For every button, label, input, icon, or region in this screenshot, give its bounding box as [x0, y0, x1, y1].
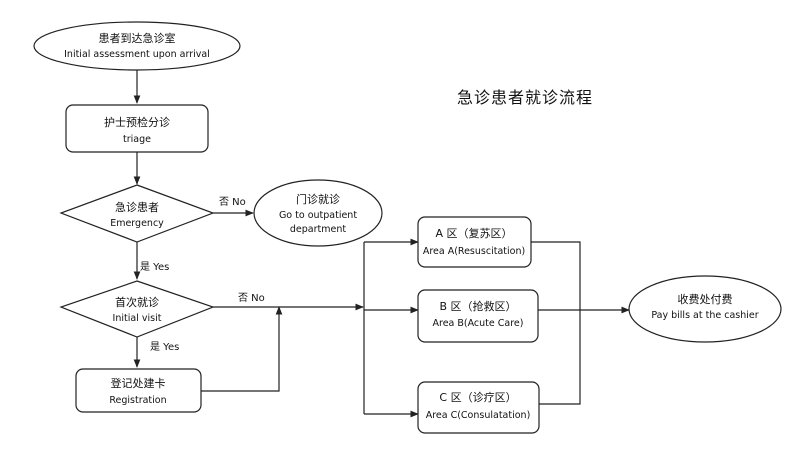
initialvisit-yes-label: 是 Yes [150, 341, 179, 353]
emergency-zh: 急诊患者 [115, 200, 159, 214]
outpatient-en-line1: Go to outpatient [279, 210, 357, 221]
triage-en: triage [123, 134, 151, 145]
edge-area-a-out [531, 241, 581, 310]
cashier-zh: 收费处付费 [678, 292, 733, 306]
triage-zh: 护士预检分诊 [104, 115, 170, 129]
node-registration: 登记处建卡 Registration [75, 368, 202, 413]
emergency-en: Emergency [110, 218, 164, 229]
area-a-zh: A 区（复苏区） [435, 226, 512, 240]
arrival-zh: 患者到达急诊室 [99, 31, 176, 45]
area-a-en: Area A(Resuscitation) [423, 246, 525, 257]
edge-registration-merge [201, 306, 283, 392]
outpatient-en-line2: department [290, 224, 346, 235]
registration-en: Registration [109, 395, 166, 406]
node-area-c: C 区（诊疗区） Area C(Consulatation) [417, 381, 540, 434]
area-b-en: Area B(Acute Care) [433, 318, 524, 329]
area-c-zh: C 区（诊疗区） [439, 390, 516, 404]
node-area-a: A 区（复苏区） Area A(Resuscitation) [417, 216, 532, 268]
arrival-en: Initial assessment upon arrival [64, 49, 210, 60]
area-c-en: Area C(Consulatation) [426, 410, 531, 421]
registration-zh: 登记处建卡 [111, 376, 166, 390]
initialvisit-en: Initial visit [113, 313, 162, 324]
node-area-b: B 区（抢救区） Area B(Acute Care) [417, 289, 539, 343]
node-cashier: 收费处付费 Pay bills at the cashier [628, 275, 782, 343]
emergency-no-label: 否 No [219, 196, 246, 208]
diagram-title: 急诊患者就诊流程 [457, 88, 593, 107]
node-outpatient: 门诊就诊 Go to outpatient department [253, 179, 383, 247]
node-initialvisit-decision: 首次就诊 Initial visit [59, 280, 215, 338]
node-arrival: 患者到达急诊室 Initial assessment upon arrival [33, 21, 241, 71]
node-triage: 护士预检分诊 triage [65, 104, 209, 153]
outpatient-zh: 门诊就诊 [296, 192, 340, 206]
edges [133, 70, 630, 418]
node-emergency-decision: 急诊患者 Emergency [59, 184, 215, 243]
initialvisit-no-label: 否 No [238, 292, 265, 304]
cashier-en: Pay bills at the cashier [651, 310, 758, 321]
area-b-zh: B 区（抢救区） [439, 299, 516, 313]
edge-area-c-out [539, 310, 581, 405]
initialvisit-zh: 首次就诊 [115, 295, 159, 309]
emergency-yes-label: 是 Yes [140, 261, 169, 273]
